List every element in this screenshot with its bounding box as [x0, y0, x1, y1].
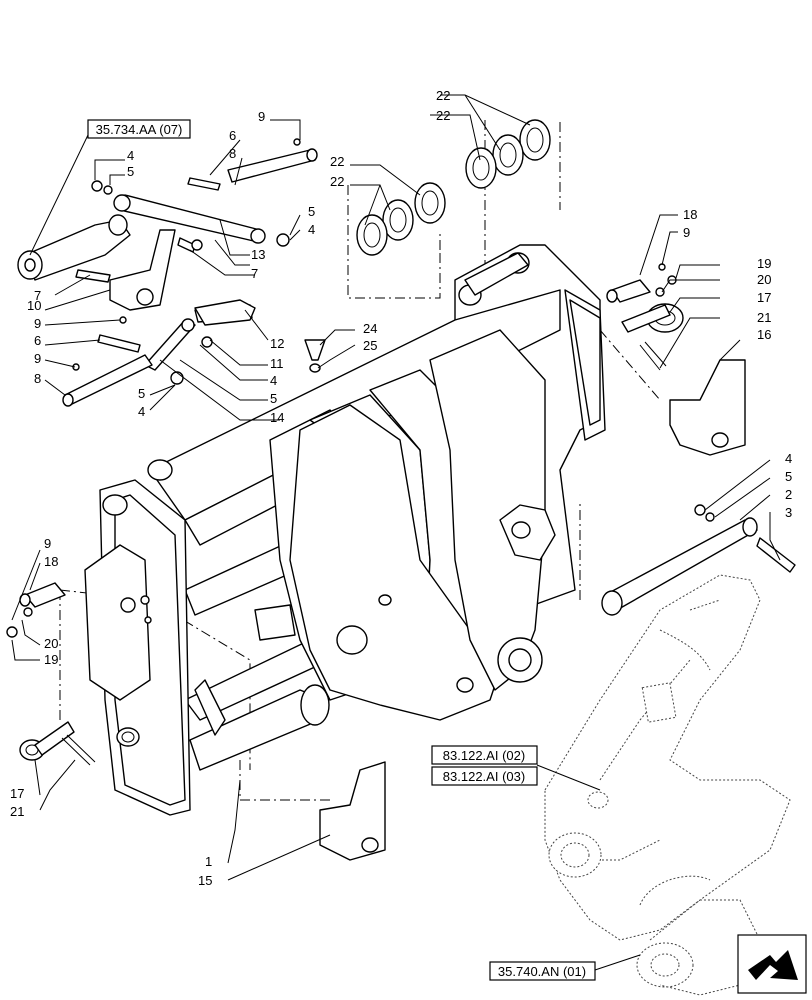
callout-5: 5	[127, 164, 134, 179]
callout-18: 18	[683, 207, 697, 222]
callout-7: 7	[251, 266, 258, 281]
callout-6: 6	[34, 333, 41, 348]
callout-5: 5	[270, 391, 277, 406]
callout-10: 10	[27, 298, 41, 313]
callout-9: 9	[683, 225, 690, 240]
callout-12: 12	[270, 336, 284, 351]
reference-box-83-122-02[interactable]: 83.122.AI (02)	[431, 745, 538, 765]
callout-21: 21	[10, 804, 24, 819]
callout-13: 13	[251, 247, 265, 262]
callout-21: 21	[757, 310, 771, 325]
callout-22: 22	[436, 108, 450, 123]
callout-9: 9	[34, 351, 41, 366]
reference-box-83-122-03[interactable]: 83.122.AI (03)	[431, 766, 538, 786]
callout-15: 15	[198, 873, 212, 888]
callout-9: 9	[34, 316, 41, 331]
callout-18: 18	[44, 554, 58, 569]
callout-labels: 9 6 8 4 5 22 22 22 22 5 4 7 13 7 10 9 6 …	[10, 88, 792, 888]
callout-4: 4	[138, 404, 145, 419]
callout-4: 4	[308, 222, 315, 237]
upper-linkage-parts	[17, 138, 326, 407]
right-locking-pin-parts	[601, 263, 796, 616]
callout-4: 4	[270, 373, 277, 388]
ref-label-35-734: 35.734.AA (07)	[96, 122, 183, 137]
callout-20: 20	[757, 272, 771, 287]
callout-17: 17	[10, 786, 24, 801]
callout-3: 3	[785, 505, 792, 520]
callout-2: 2	[785, 487, 792, 502]
callout-25: 25	[363, 338, 377, 353]
callout-16: 16	[757, 327, 771, 342]
ref-label-83-122-02: 83.122.AI (02)	[443, 748, 525, 763]
callout-22: 22	[330, 174, 344, 189]
callout-19: 19	[44, 652, 58, 667]
callout-11: 11	[270, 356, 284, 371]
callout-22: 22	[436, 88, 450, 103]
callout-9: 9	[258, 109, 265, 124]
callout-6: 6	[229, 128, 236, 143]
callout-5: 5	[785, 469, 792, 484]
callout-17: 17	[757, 290, 771, 305]
reference-box-35-740[interactable]: 35.740.AN (01)	[489, 961, 596, 981]
callout-8: 8	[34, 371, 41, 386]
callout-1: 1	[205, 854, 212, 869]
callout-9: 9	[44, 536, 51, 551]
callout-22: 22	[330, 154, 344, 169]
ref-label-83-122-03: 83.122.AI (03)	[443, 769, 525, 784]
callout-8: 8	[229, 146, 236, 161]
leader-lines	[11, 94, 781, 971]
callout-5: 5	[138, 386, 145, 401]
callout-4: 4	[127, 148, 134, 163]
callout-7: 7	[34, 288, 41, 303]
callout-4: 4	[785, 451, 792, 466]
coupler-frame	[84, 244, 606, 816]
callout-14: 14	[270, 410, 284, 425]
spacer-washers	[356, 119, 551, 256]
next-page-arrow-icon[interactable]	[737, 934, 807, 994]
callout-20: 20	[44, 636, 58, 651]
loader-arm-outline	[544, 574, 791, 996]
ref-label-35-740: 35.740.AN (01)	[498, 964, 586, 979]
callout-24: 24	[363, 321, 377, 336]
reference-box-35-734[interactable]: 35.734.AA (07)	[87, 119, 191, 139]
callout-19: 19	[757, 256, 771, 271]
callout-5: 5	[308, 204, 315, 219]
